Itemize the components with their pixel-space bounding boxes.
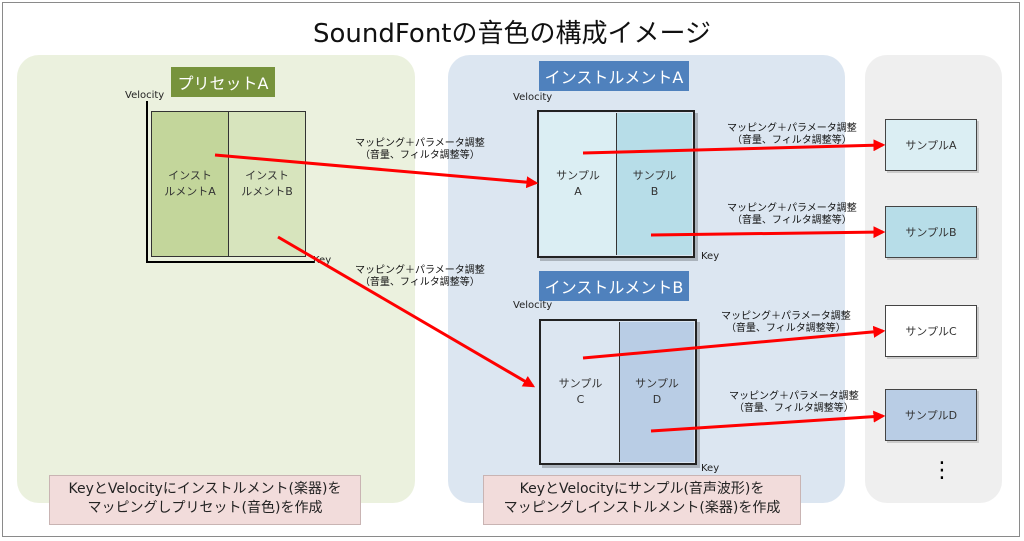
instrument-b-header: インストルメントB xyxy=(539,271,689,301)
sample-c-box: サンプルC xyxy=(885,305,977,357)
arrow-to-sample-d xyxy=(650,410,886,433)
sample-a-box: サンプルA xyxy=(885,119,977,171)
arrow-label-to-sample-c: マッピング＋パラメータ調整（音量、フィルタ調整等） xyxy=(721,311,851,334)
arrow-to-sample-b xyxy=(650,226,886,239)
arrow-label-to-sample-d: マッピング＋パラメータ調整（音量、フィルタ調整等） xyxy=(729,391,859,414)
preset-velocity-label: Velocity xyxy=(125,90,165,101)
arrow-preset-to-instrument-b xyxy=(277,235,536,388)
arrow-label-to-sample-a: マッピング＋パラメータ調整（音量、フィルタ調整等） xyxy=(727,123,857,146)
arrow-to-sample-c xyxy=(582,325,886,360)
sample-b-box: サンプルB xyxy=(885,206,977,258)
preset-y-axis xyxy=(146,101,148,263)
mapping-arrows xyxy=(214,139,886,433)
instrument-note: KeyとVelocityにサンプル(音声波形)をマッピングしインストルメント(楽… xyxy=(483,475,801,525)
preset-x-axis xyxy=(146,261,314,263)
preset-zone-instrument-b: インストルメントB xyxy=(228,111,306,257)
preset-zone-instrument-a: インストルメントA xyxy=(151,111,229,257)
instrument-a-velocity-label: Velocity xyxy=(513,92,553,103)
instrument-a-key-label: Key xyxy=(701,251,720,262)
arrow-label-to-sample-b: マッピング＋パラメータ調整（音量、フィルタ調整等） xyxy=(727,203,857,226)
diagram-title: SoundFontの音色の構成イメージ xyxy=(313,19,711,49)
arrow-label-preset-to-instrument-a: マッピング＋パラメータ調整（音量、フィルタ調整等） xyxy=(355,138,485,161)
instrument-b-velocity-label: Velocity xyxy=(513,300,553,311)
instrument-b-key-label: Key xyxy=(701,463,720,474)
arrow-label-preset-to-instrument-b: マッピング＋パラメータ調整（音量、フィルタ調整等） xyxy=(355,265,485,288)
arrow-to-sample-a xyxy=(582,139,886,155)
preset-note: KeyとVelocityにインストルメント(楽器)をマッピングしプリセット(音色… xyxy=(49,475,361,525)
instrument-b-map xyxy=(539,319,697,465)
instrument-a-header: インストルメントA xyxy=(539,61,689,91)
preset-key-label: Key xyxy=(313,255,332,266)
arrow-preset-to-instrument-a xyxy=(214,153,539,189)
preset-a-header: プリセットA xyxy=(171,67,275,97)
sample-d-box: サンプルD xyxy=(885,389,977,441)
